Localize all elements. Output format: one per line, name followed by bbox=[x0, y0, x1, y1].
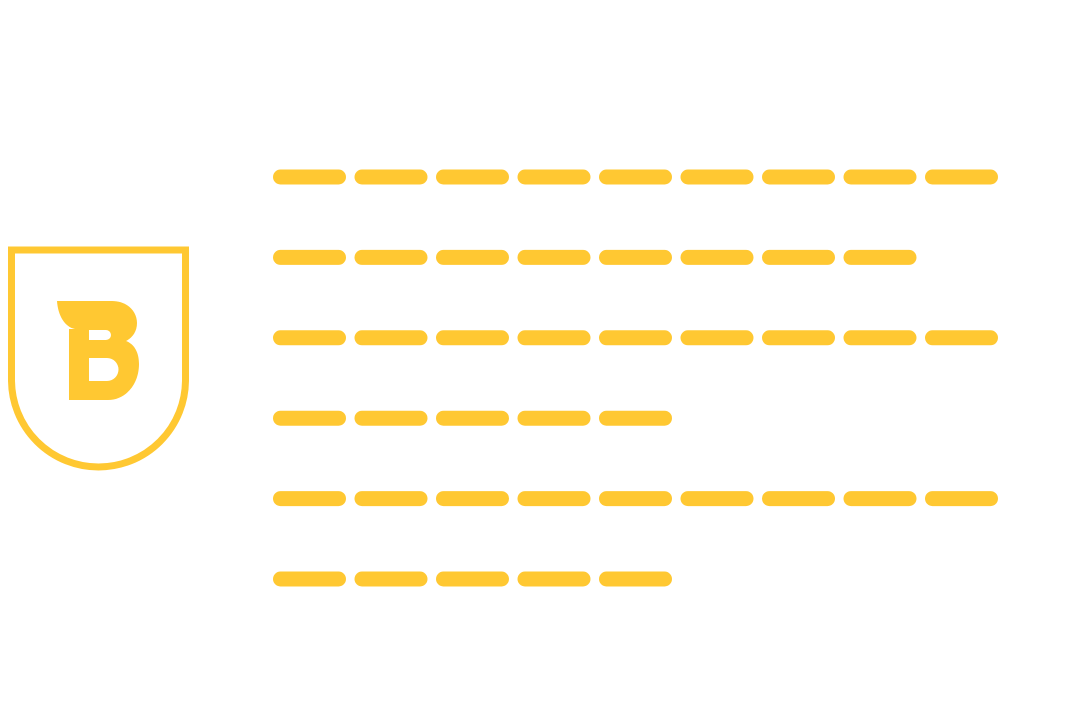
placeholder-dash bbox=[436, 330, 509, 346]
placeholder-line bbox=[273, 169, 998, 185]
letter-b-icon bbox=[57, 301, 139, 400]
placeholder-dash bbox=[517, 249, 591, 265]
placeholder-dash bbox=[436, 249, 509, 265]
shield-logo-icon bbox=[8, 246, 189, 471]
placeholder-dash bbox=[517, 169, 591, 185]
placeholder-dash bbox=[762, 491, 835, 507]
placeholder-dash bbox=[354, 249, 428, 265]
placeholder-dash bbox=[599, 571, 672, 587]
placeholder-dash bbox=[436, 169, 509, 185]
placeholder-dash bbox=[273, 410, 346, 426]
placeholder-dash bbox=[680, 169, 754, 185]
placeholder-dash bbox=[273, 169, 346, 185]
placeholder-dash bbox=[599, 330, 672, 346]
placeholder-dash bbox=[599, 249, 672, 265]
placeholder-dash bbox=[599, 491, 672, 507]
placeholder-dash bbox=[354, 169, 428, 185]
placeholder-dash bbox=[273, 249, 346, 265]
placeholder-dash bbox=[762, 249, 835, 265]
placeholder-line bbox=[273, 249, 917, 265]
placeholder-dash bbox=[354, 330, 428, 346]
placeholder-dash bbox=[680, 249, 754, 265]
placeholder-line bbox=[273, 571, 672, 587]
placeholder-dash bbox=[436, 571, 509, 587]
placeholder-line bbox=[273, 491, 998, 507]
placeholder-dash bbox=[762, 169, 835, 185]
placeholder-dash bbox=[843, 169, 917, 185]
placeholder-dash bbox=[925, 491, 998, 507]
placeholder-dash bbox=[273, 330, 346, 346]
placeholder-dash bbox=[273, 571, 346, 587]
placeholder-dash bbox=[354, 410, 428, 426]
placeholder-line bbox=[273, 330, 998, 346]
placeholder-dash bbox=[680, 491, 754, 507]
placeholder-dash bbox=[517, 410, 591, 426]
placeholder-line bbox=[273, 410, 672, 426]
placeholder-dash bbox=[843, 491, 917, 507]
placeholder-dash bbox=[517, 330, 591, 346]
placeholder-dash bbox=[517, 491, 591, 507]
placeholder-dash bbox=[843, 249, 917, 265]
placeholder-dash bbox=[354, 571, 428, 587]
placeholder-dash bbox=[517, 571, 591, 587]
placeholder-dash bbox=[599, 169, 672, 185]
placeholder-dash bbox=[436, 410, 509, 426]
placeholder-dash bbox=[599, 410, 672, 426]
placeholder-dash bbox=[680, 330, 754, 346]
placeholder-dash bbox=[843, 330, 917, 346]
placeholder-dash bbox=[762, 330, 835, 346]
placeholder-dash bbox=[925, 169, 998, 185]
shield-outline bbox=[8, 246, 189, 471]
placeholder-dash bbox=[273, 491, 346, 507]
placeholder-dash bbox=[436, 491, 509, 507]
placeholder-dash bbox=[925, 330, 998, 346]
placeholder-dash bbox=[354, 491, 428, 507]
